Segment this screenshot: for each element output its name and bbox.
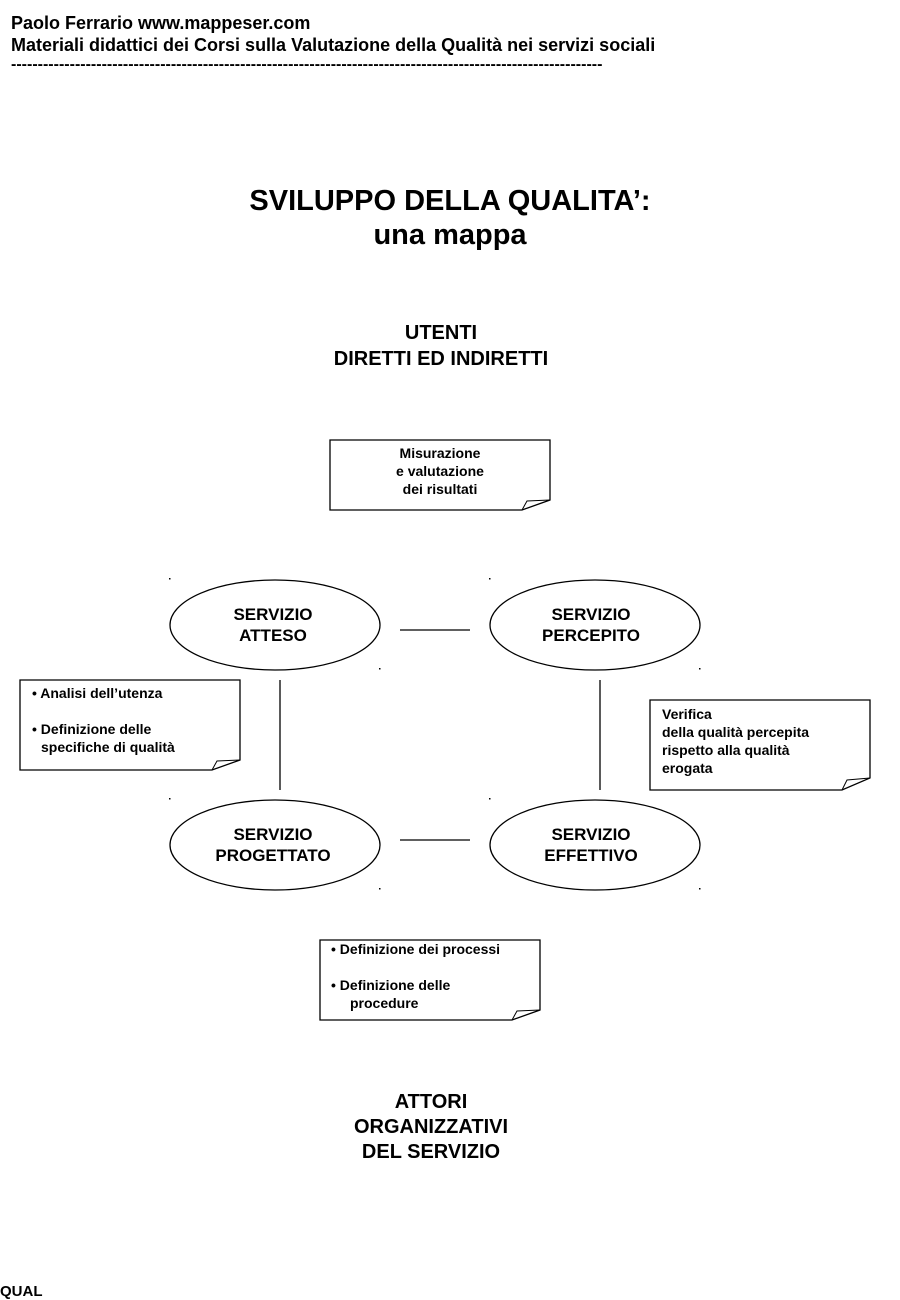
note-misurazione-shape <box>329 439 551 511</box>
title-line-1: SVILUPPO DELLA QUALITA’: <box>249 185 651 217</box>
actors-line-3: DEL SERVIZIO <box>361 1141 501 1163</box>
ellipse-servizio-effettivo <box>489 799 701 891</box>
note-verifica-shape <box>649 699 871 791</box>
note-analisi-shape <box>19 679 241 771</box>
users-heading: UTENTI DIRETTI ED INDIRETTI <box>0 320 882 372</box>
corner-dots <box>169 578 701 890</box>
note-misurazione: Misurazione e valutazione dei risultati <box>330 444 550 498</box>
note-line: Misurazione <box>399 445 481 461</box>
header-rule: ----------------------------------------… <box>11 56 603 73</box>
users-line-2: DIRETTI ED INDIRETTI <box>333 348 549 370</box>
header-author-line: Paolo Ferrario www.mappeser.com <box>11 13 311 33</box>
note-bullet: • Analisi dell’utenza <box>32 685 163 701</box>
note-bullet: • Definizione dei processi <box>331 941 501 957</box>
label-line: EFFETTIVO <box>544 846 638 865</box>
note-bullet: • Definizione delle <box>331 977 451 993</box>
actors-line-2: ORGANIZZATIVI <box>353 1116 509 1138</box>
note-line: dei risultati <box>402 481 478 497</box>
label-servizio-effettivo: SERVIZIO EFFETTIVO <box>486 824 696 866</box>
label-line: SERVIZIO <box>551 825 631 844</box>
note-bullet: • Definizione delle <box>32 721 152 737</box>
title-line-2: una mappa <box>373 219 527 251</box>
users-line-1: UTENTI <box>404 322 478 344</box>
document-header: Paolo Ferrario www.mappeser.com Material… <box>11 12 723 74</box>
header-course-line: Materiali didattici dei Corsi sulla Valu… <box>11 35 656 55</box>
note-analisi: • Analisi dell’utenza • Definizione dell… <box>32 684 237 756</box>
actors-line-1: ATTORI <box>394 1091 468 1113</box>
label-servizio-progettato: SERVIZIO PROGETTATO <box>168 824 378 866</box>
page-title: SVILUPPO DELLA QUALITA’: una mappa <box>0 184 900 252</box>
note-processi: • Definizione dei processi • Definizione… <box>331 940 539 1012</box>
ellipse-servizio-percepito <box>489 579 701 671</box>
label-servizio-atteso: SERVIZIO ATTESO <box>168 604 378 646</box>
label-line: SERVIZIO <box>233 825 313 844</box>
note-line: rispetto alla qualità <box>662 742 790 758</box>
label-line: SERVIZIO <box>233 605 313 624</box>
label-line: ATTESO <box>239 626 307 645</box>
label-line: PROGETTATO <box>215 846 331 865</box>
note-line: e valutazione <box>396 463 484 479</box>
note-line: della qualità percepita <box>662 724 810 740</box>
note-processi-shape <box>319 939 541 1021</box>
ellipse-servizio-progettato <box>169 799 381 891</box>
note-bullet-continued: specifiche di qualità <box>41 739 175 755</box>
label-servizio-percepito: SERVIZIO PERCEPITO <box>486 604 696 646</box>
note-verifica: Verifica della qualità percepita rispett… <box>662 705 867 777</box>
note-line: Verifica <box>662 706 712 722</box>
label-line: PERCEPITO <box>542 626 640 645</box>
ellipse-servizio-atteso <box>169 579 381 671</box>
actors-heading: ATTORI ORGANIZZATIVI DEL SERVIZIO <box>0 1090 862 1165</box>
footer-code: QUAL <box>0 1283 43 1300</box>
note-line: erogata <box>662 760 713 776</box>
note-bullet-continued: procedure <box>350 995 419 1011</box>
label-line: SERVIZIO <box>551 605 631 624</box>
